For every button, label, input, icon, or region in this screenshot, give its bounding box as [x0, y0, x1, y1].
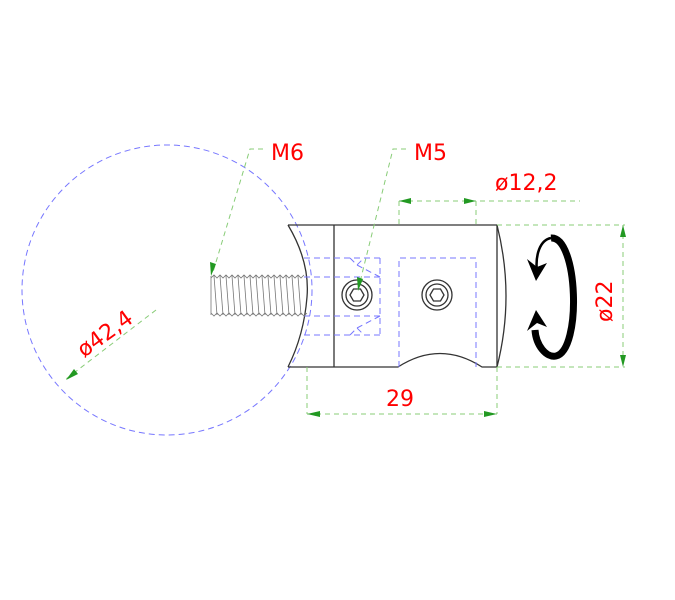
- label-m5: M5: [414, 141, 447, 166]
- dim-tube-diameter: [65, 309, 157, 380]
- label-body-length: 29: [386, 387, 414, 412]
- dim-body-length: [306, 367, 498, 417]
- label-bore-diameter: ø12,2: [495, 171, 557, 196]
- rotation-arrows-icon: [527, 234, 578, 360]
- threaded-stud: [210, 274, 308, 317]
- hidden-bores: [304, 257, 477, 367]
- leader-m6: [210, 148, 263, 276]
- dim-bore-diameter: [398, 198, 580, 225]
- set-screw-left: [341, 279, 373, 311]
- label-body-diameter: ø22: [593, 281, 618, 322]
- set-screw-right: [421, 279, 453, 311]
- label-tube-diameter: ø42,4: [73, 306, 138, 363]
- tube-circle: [21, 144, 313, 436]
- leader-m5: [357, 148, 406, 291]
- label-m6: M6: [271, 141, 304, 166]
- connector-body: [287, 224, 507, 368]
- dim-body-diameter: [497, 224, 626, 368]
